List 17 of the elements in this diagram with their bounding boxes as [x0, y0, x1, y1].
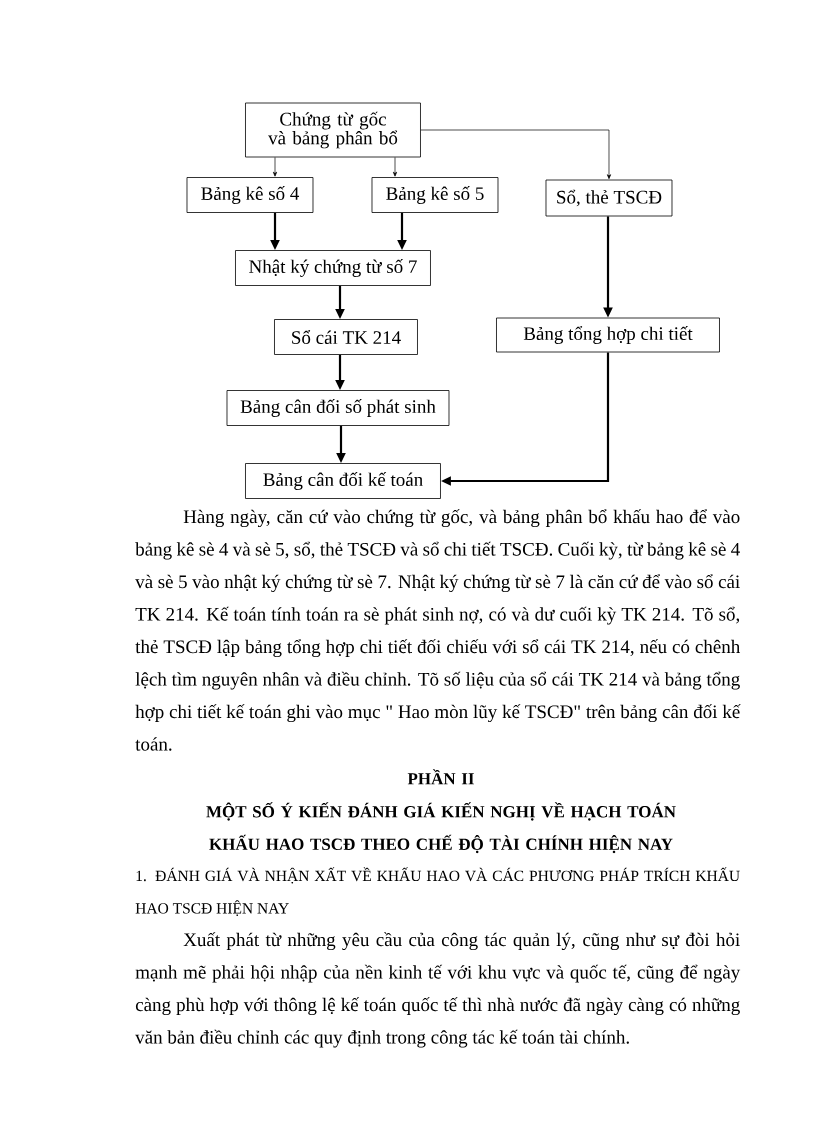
process-box: Bảng kê số 4: [186, 177, 314, 213]
section-heading: 1. ĐÁNH GIÁ VÀ NHẬN XẤT VỀ KHẤU HAO VÀ CÁC PHƯƠNG PHÁP TRÍCH KHẤU HAO TSCĐ HIỆN NAY: [135, 867, 740, 916]
arrow: [272, 157, 278, 177]
paragraph: Xuất phát từ những yêu cầu của công tác quản lý, cũng như sự đòi hỏi mạnh mẽ phải hội nhập của nền kinh tế với khu vực và quốc tế, cũng để ngày càng phù hợp với thông lệ kế toán quốc tế thì nhà nước đã ngày càng có những văn bản điều chỉnh các quy định trong công tác kế toán tài chính.: [135, 932, 741, 1048]
arrow: [392, 157, 398, 177]
process-box: Bảng tổng hợp chi tiết: [496, 317, 720, 353]
process-box: Sổ cái TK 214: [274, 319, 418, 355]
heading: PHẦN II: [407, 769, 474, 785]
process-box: Nhật ký chứng từ số 7: [235, 250, 431, 286]
paragraph: Hàng ngày, căn cứ vào chứng từ gốc, và bảng phân bổ khấu hao để vào bảng kê sè 4 và sè 5, sổ, thẻ TSCĐ và sổ chi tiết TSCĐ. Cuối kỳ, từ bảng kê sè 4 và sè 5 vào nhật ký chứng từ sè 7. Nhật ký chứng từ sè 7 là căn cứ để vào sổ cái TK 214. Kế toán tính toán ra sè phát sinh nợ, có và dư cuối kỳ TK 214. Tõ sổ, thẻ TSCĐ lập bảng tổng hợp chi tiết đối chiếu với sổ cái TK 214, nếu có chênh lệch tìm nguyên nhân và điều chỉnh. Tõ số liệu của sổ cái TK 214 và bảng tổng hợp chi tiết kế toán ghi vào mục " Hao mòn lũy kế TSCĐ" trên bảng cân đối kế toán.: [135, 509, 741, 751]
heading: MỘT SỐ Ý KIẾN ĐÁNH GIÁ KIẾN NGHỊ VỀ HẠCH TOÁN KHẤU HAO TSCĐ THEO CHẾ ĐỘ TÀI CHÍNH HIỆN NAY: [206, 802, 676, 854]
arrow: [420, 129, 612, 180]
process-box: Chứng từ gốc và bảng phân bổ: [245, 102, 421, 158]
process-box: Bảng cân đối kế toán: [245, 463, 441, 499]
process-box: Bảng kê số 5: [371, 177, 499, 213]
process-box: Bảng cân đối số phát sinh: [226, 390, 450, 426]
process-box: Sổ, thẻ TSCĐ: [545, 179, 673, 217]
